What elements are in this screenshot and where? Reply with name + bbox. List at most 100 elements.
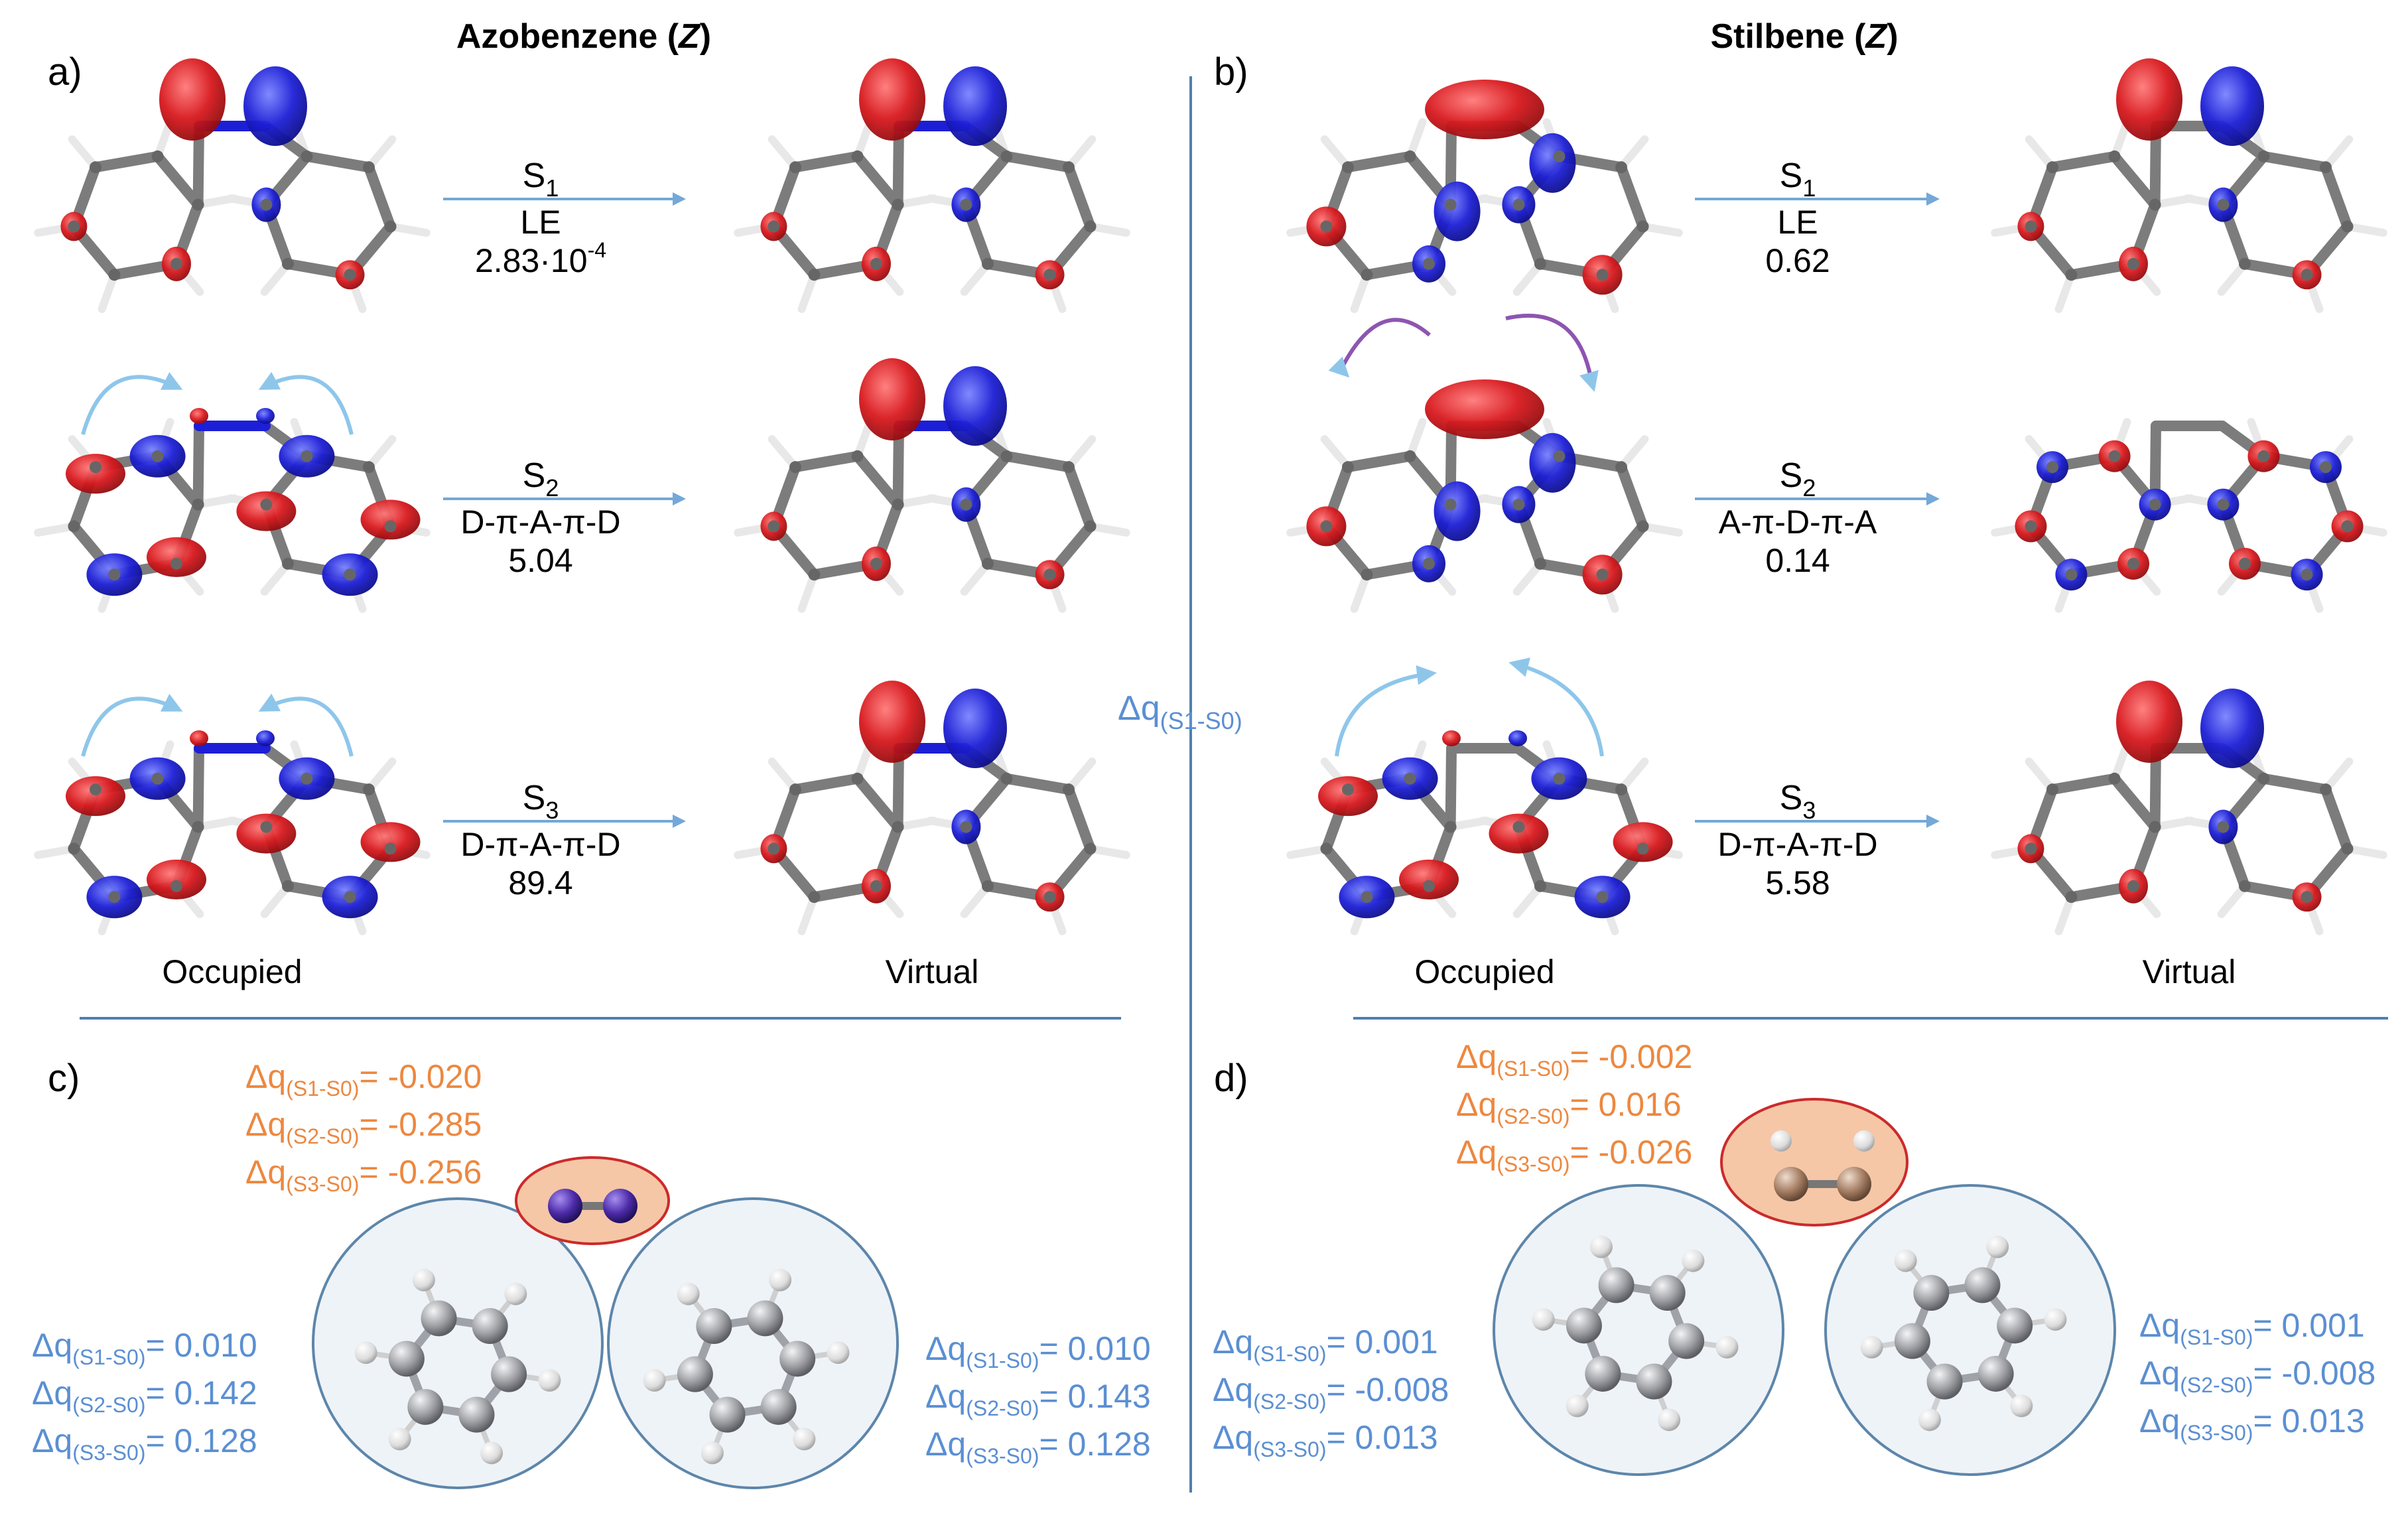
negative-lobe: [943, 366, 1007, 446]
hydrogen-atom: [354, 1341, 377, 1365]
atoms: [2025, 450, 2354, 581]
hydrogen-atom: [793, 1428, 816, 1451]
panel-d-structure: [1493, 1098, 2116, 1476]
negative-lobe: [1529, 433, 1576, 493]
hydrogen-atom: [538, 1368, 561, 1392]
charge-label: Δq(S3-S0)= 0.013: [2139, 1402, 2365, 1445]
positive-lobe: [146, 859, 206, 899]
atoms: [768, 772, 1097, 903]
charge-label: Δq(S1-S0)= 0.001: [2139, 1307, 2365, 1349]
carbon-atom: [472, 1308, 508, 1345]
panel-letter-d: d): [1214, 1057, 1248, 1100]
label-virtual-right: Virtual: [2143, 953, 2236, 990]
positive-lobe: [1489, 813, 1549, 854]
negative-lobe: [243, 66, 307, 146]
curved-arrow: [1328, 356, 1350, 378]
hydrogen-atom: [1853, 1130, 1875, 1152]
molecule: [734, 358, 1130, 613]
panel-letter-c: c): [48, 1057, 80, 1100]
label-occupied-left: Occupied: [162, 953, 302, 990]
orbital-lobes: [2015, 440, 2364, 591]
negative-lobe: [2200, 66, 2264, 146]
carbon-atom: [458, 1396, 495, 1433]
transition-value: 0.62: [1765, 242, 1830, 279]
hydrogen-atom: [1566, 1394, 1589, 1418]
atoms: [1320, 772, 1649, 903]
negative-lobe: [2200, 689, 2264, 768]
charge-label: Δq(S1-S0)= -0.002: [1456, 1038, 1692, 1081]
state-label: S1: [1780, 157, 1816, 202]
negative-lobe: [1508, 730, 1527, 746]
charge-label: Δq(S3-S0)= 0.128: [925, 1426, 1151, 1468]
carbon-atom: [1668, 1323, 1705, 1359]
panel-letter-b: b): [1214, 50, 1248, 94]
atoms: [2025, 772, 2354, 903]
hydrogen-atom: [2044, 1308, 2067, 1331]
state-label: S3: [1780, 779, 1816, 824]
orbital-lobes: [1318, 730, 1673, 919]
atoms: [68, 450, 397, 581]
bridge-region: [1720, 1098, 1908, 1227]
charge-label: Δq(S2-S0)= 0.016: [1456, 1086, 1682, 1128]
molecule: [1991, 681, 2387, 935]
carbon-atom: [696, 1308, 732, 1345]
hydrogen-atom: [1658, 1408, 1681, 1431]
molecule: [734, 681, 1130, 935]
positive-lobe: [159, 58, 226, 141]
positive-lobe: [236, 813, 297, 854]
orbital-plots: [34, 58, 2387, 935]
carbon-atom: [677, 1356, 713, 1392]
carbon-atom: [1636, 1363, 1672, 1400]
right-ring-region: [607, 1197, 899, 1489]
hydrogen-atom: [677, 1282, 700, 1305]
negative-lobe: [943, 66, 1007, 146]
title-stilbene: Stilbene (Z): [1710, 17, 1898, 56]
bonds: [1991, 740, 2387, 935]
curved-arrows: [81, 314, 1604, 757]
orbital-lobes: [760, 681, 1065, 912]
positive-lobe: [66, 776, 126, 817]
hydrogen-atom: [1589, 1235, 1613, 1258]
bonds: [734, 740, 1130, 935]
hydrogen-atom: [1860, 1335, 1883, 1359]
carbon-atom: [1977, 1355, 2014, 1392]
carbon-atom: [1913, 1275, 1950, 1311]
transition-S2: S2A-π-D-π-A0.14: [1695, 456, 1940, 579]
molecule: [34, 730, 431, 935]
positive-lobe: [146, 537, 206, 577]
bonds: [734, 418, 1130, 613]
positive-lobe: [1425, 80, 1544, 139]
hydrogen-atom: [643, 1368, 666, 1392]
positive-lobe: [1613, 822, 1673, 862]
charge-label: Δq(S2-S0)= 0.142: [32, 1374, 257, 1417]
positive-lobe: [190, 730, 208, 746]
transition-S2: S2D-π-A-π-D5.04: [443, 456, 686, 579]
charge-label: Δq(S1-S0)= 0.001: [1213, 1323, 1438, 1366]
transition-type: LE: [1777, 204, 1818, 241]
transition-S3: S3D-π-A-π-D89.4: [443, 779, 686, 901]
hydrogen-atom: [1715, 1335, 1739, 1359]
atoms: [2025, 150, 2354, 281]
negative-lobe: [256, 408, 275, 424]
negative-lobe: [943, 689, 1007, 768]
label-occupied-right: Occupied: [1414, 953, 1554, 990]
hydrogen-atom: [412, 1268, 435, 1292]
molecule: [1286, 730, 1683, 935]
carbon-atom: [1926, 1363, 1963, 1400]
carbon-atom: [1585, 1355, 1621, 1392]
transition-value: 5.58: [1765, 864, 1830, 901]
hydrogen-atom: [1532, 1308, 1555, 1331]
positive-lobe: [1398, 859, 1459, 899]
positive-lobe: [2116, 681, 2182, 763]
transition-type: A-π-D-π-A: [1719, 503, 1877, 541]
state-label: S2: [523, 456, 559, 501]
atoms: [768, 450, 1097, 581]
hydrogen-atom: [2010, 1394, 2033, 1418]
hydrogen-atom: [769, 1268, 792, 1292]
curved-arrow: [81, 371, 183, 435]
charge-label: Δq(S1-S0)= -0.020: [245, 1058, 482, 1100]
label-virtual-left: Virtual: [886, 953, 979, 990]
transition-value: 0.14: [1765, 542, 1830, 579]
